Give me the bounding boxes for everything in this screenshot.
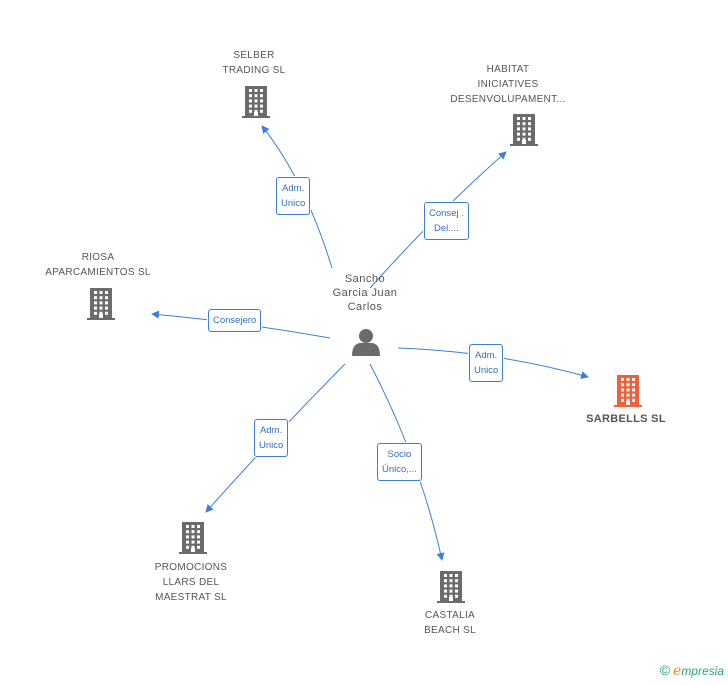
building-icon-sarbells[interactable] — [614, 375, 642, 407]
company-label-castalia[interactable]: CASTALIA BEACH SL — [424, 610, 476, 636]
building-icon-riosa[interactable] — [87, 288, 115, 320]
edge-label-castalia[interactable]: Socio Único,... — [377, 443, 422, 481]
building-icon-promocions[interactable] — [179, 522, 207, 554]
person-icon[interactable] — [352, 329, 380, 356]
brand-logo: ©empresia — [659, 662, 724, 679]
company-label-sarbells[interactable]: SARBELLS SL — [586, 413, 666, 425]
company-label-habitat[interactable]: HABITAT INICIATIVES DESENVOLUPAMENT... — [450, 64, 566, 105]
edge-label-riosa[interactable]: Consejero — [208, 309, 262, 332]
edge-label-promocions[interactable]: Adm. Unico — [254, 419, 289, 457]
company-label-riosa[interactable]: RIOSA APARCAMIENTOS SL — [45, 252, 151, 278]
building-icon-selber[interactable] — [242, 86, 270, 118]
building-icon-habitat[interactable] — [510, 114, 538, 146]
edge-label-habitat[interactable]: Consej . Del.... — [424, 202, 469, 240]
company-label-selber[interactable]: SELBER TRADING SL — [222, 50, 286, 76]
edge-label-selber[interactable]: Adm. Unico — [276, 177, 311, 215]
person-label: Sancho Garcia Juan Carlos — [332, 273, 398, 313]
building-icon-castalia[interactable] — [437, 571, 465, 603]
edge-label-sarbells[interactable]: Adm. Unico — [469, 344, 504, 382]
company-label-promocions[interactable]: PROMOCIONS LLARS DEL MAESTRAT SL — [154, 562, 228, 603]
